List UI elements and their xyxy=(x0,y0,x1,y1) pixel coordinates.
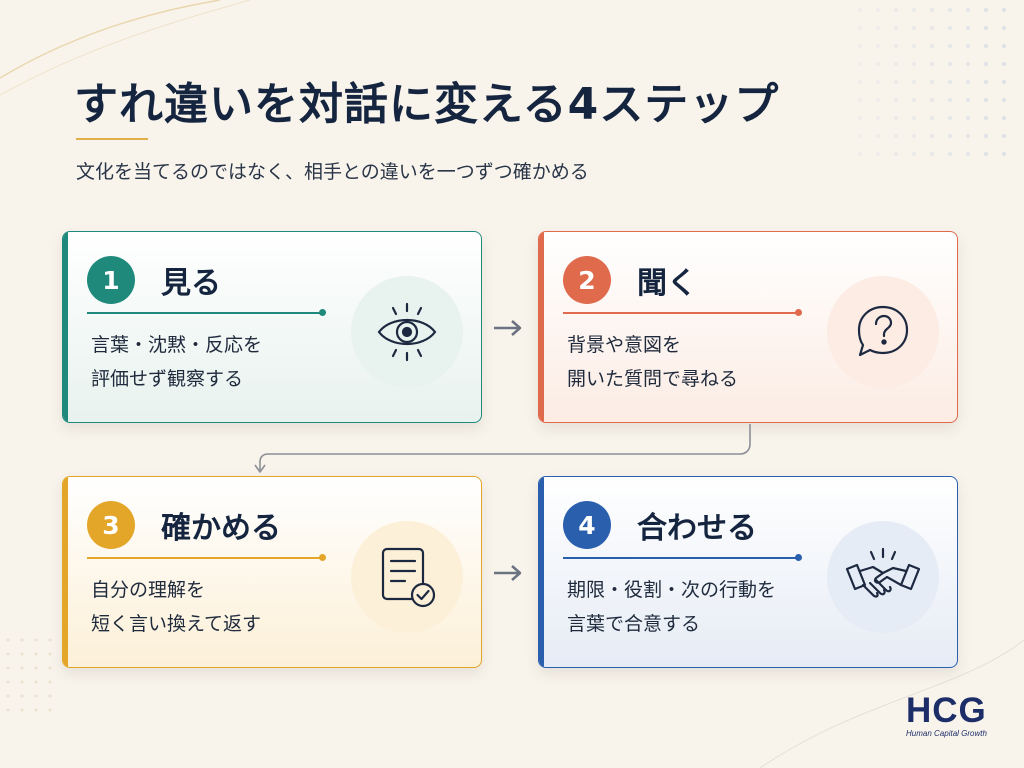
divider-dot xyxy=(795,309,802,316)
heading-divider xyxy=(87,557,323,559)
step-description: 自分の理解を 短く言い換えて返す xyxy=(91,573,261,641)
logo-text: HCG xyxy=(906,691,987,730)
description-line: 自分の理解を xyxy=(91,579,206,601)
eye-icon xyxy=(377,302,437,362)
card-accent-bar xyxy=(539,477,544,667)
arrow-step1-to-step2 xyxy=(494,320,522,336)
step-heading: 見る xyxy=(161,266,221,301)
step-card-1: 1 見る 言葉・沈黙・反応を 評価せず観察する xyxy=(62,231,482,423)
checklist-icon xyxy=(381,547,436,608)
step-heading: 合わせる xyxy=(637,511,757,546)
step-description: 期限・役割・次の行動を 言葉で合意する xyxy=(567,573,776,641)
step-number-badge: 2 xyxy=(563,256,611,304)
card-accent-bar xyxy=(63,232,68,422)
description-line: 評価せず観察する xyxy=(91,368,244,390)
description-line: 期限・役割・次の行動を xyxy=(567,579,777,601)
description-line: 言葉・沈黙・反応を xyxy=(91,334,263,356)
heading-divider xyxy=(87,312,323,314)
description-line: 言葉で合意する xyxy=(567,613,701,635)
connector-step2-to-step3 xyxy=(254,424,751,473)
description-line: 短く言い換えて返す xyxy=(91,613,262,635)
question-bubble-icon xyxy=(857,305,909,357)
heading-divider xyxy=(563,312,799,314)
divider-dot xyxy=(795,554,802,561)
step-card-4: 4 合わせる 期限・役割・次の行動を 言葉で合意する xyxy=(538,476,958,668)
divider-dot xyxy=(319,554,326,561)
handshake-icon xyxy=(845,547,921,598)
icon-circle xyxy=(351,276,463,388)
step-number-badge: 1 xyxy=(87,256,135,304)
icon-circle xyxy=(351,521,463,633)
step-heading: 聞く xyxy=(637,266,697,301)
step-number-badge: 3 xyxy=(87,501,135,549)
step-description: 背景や意図を 開いた質問で尋ねる xyxy=(567,328,738,396)
icon-circle xyxy=(827,521,939,633)
hcg-logo: HCG Human Capital Growth xyxy=(906,691,1006,739)
step-card-3: 3 確かめる 自分の理解を 短く言い換えて返す xyxy=(62,476,482,668)
page-subtitle: 文化を当てるのではなく、相手との違いを一つずつ確かめる xyxy=(76,161,589,183)
card-accent-bar xyxy=(539,232,544,422)
step-heading: 確かめる xyxy=(161,511,281,546)
step-description: 言葉・沈黙・反応を 評価せず観察する xyxy=(91,328,262,396)
logo-subtext: Human Capital Growth xyxy=(906,729,987,738)
arrow-step3-to-step4 xyxy=(494,565,522,581)
heading-divider xyxy=(563,557,799,559)
description-line: 開いた質問で尋ねる xyxy=(567,368,739,390)
step-card-2: 2 聞く 背景や意図を 開いた質問で尋ねる xyxy=(538,231,958,423)
page-title: すれ違いを対話に変える4ステップ xyxy=(74,79,780,130)
card-accent-bar xyxy=(63,477,68,667)
icon-circle xyxy=(827,276,939,388)
step-number-badge: 4 xyxy=(563,501,611,549)
description-line: 背景や意図を xyxy=(567,334,682,356)
title-underline xyxy=(76,138,148,140)
divider-dot xyxy=(319,309,326,316)
